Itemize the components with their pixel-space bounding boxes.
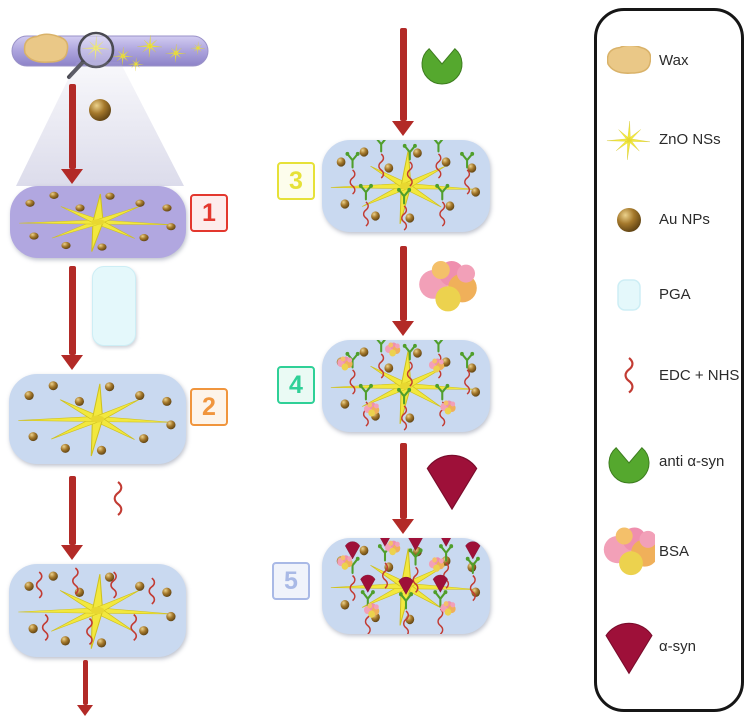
- legend-label-zno: ZnO NSs: [659, 131, 721, 148]
- wax-icon: [603, 45, 655, 76]
- legend-label-edcnhs: EDC + NHS: [659, 367, 740, 384]
- step-1-substrate-scene: [10, 186, 186, 258]
- step-2-label: 2: [190, 388, 228, 426]
- gold-nanoparticle-icon: [603, 204, 655, 236]
- alpha-syn-antigen-icon: [603, 619, 655, 675]
- process-arrow-5: [392, 28, 414, 136]
- legend-label-aunp: Au NPs: [659, 211, 710, 228]
- step-2-chip-scene: [9, 374, 186, 464]
- wax-blob-icon: [23, 33, 69, 63]
- step-2-number: 2: [202, 392, 216, 421]
- legend-item-edcnhs: EDC + NHS: [603, 354, 739, 398]
- legend-item-zno: ZnO NSs: [603, 117, 735, 163]
- edc-nhs-squiggle-icon: [603, 354, 655, 398]
- process-arrow-2: [61, 266, 83, 370]
- anti-alpha-syn-float-icon: [421, 48, 463, 85]
- process-arrow-1: [61, 84, 83, 184]
- legend-label-wax: Wax: [659, 52, 689, 69]
- legend-item-wax: Wax: [603, 45, 735, 76]
- legend-label-antibody: anti α-syn: [659, 453, 725, 470]
- alpha-syn-float-icon: [426, 454, 478, 510]
- step-5-antigen-captured-chip-scene: [322, 538, 490, 634]
- zno-star-icon: [18, 384, 173, 457]
- step-5-number: 5: [284, 566, 298, 595]
- pga-slab-icon: [603, 277, 655, 313]
- bsa-protein-icon: [603, 526, 655, 578]
- pga-slab-float: [92, 266, 136, 346]
- legend-label-asyn: α-syn: [659, 638, 697, 655]
- step-3-antibody-chip-scene: [322, 140, 490, 232]
- step-1-number: 1: [202, 198, 216, 227]
- gold-nanoparticle-float-icon: [89, 99, 111, 121]
- edc-nhs-activated-chip-scene: [9, 564, 186, 657]
- step-4-number: 4: [289, 370, 303, 399]
- legend-item-asyn: α-syn: [603, 619, 735, 675]
- substrate-rod-scene: [11, 31, 209, 79]
- process-arrow-3: [61, 476, 83, 560]
- legend-item-bsa: BSA: [603, 526, 735, 578]
- step-3-label: 3: [277, 162, 315, 200]
- process-arrow-7: [392, 443, 414, 534]
- legend-label-bsa: BSA: [659, 543, 690, 560]
- edc-nhs-squiggle-float-icon: [113, 480, 123, 517]
- legend-item-pga: PGA: [603, 277, 735, 313]
- zno-star-icon: [18, 574, 173, 649]
- anti-alpha-syn-antibody-icon: [603, 439, 655, 485]
- zno-nanostar-icon: [603, 117, 655, 163]
- zno-star-icon: [19, 194, 173, 252]
- process-arrow-4: [77, 660, 93, 716]
- step-3-number: 3: [289, 166, 303, 195]
- legend-label-pga: PGA: [659, 286, 691, 303]
- bsa-float-icon: [419, 261, 477, 312]
- process-arrow-6: [392, 246, 414, 336]
- step-1-label: 1: [190, 194, 228, 232]
- legend-item-antibody: anti α-syn: [603, 439, 735, 485]
- step-4-bsa-blocked-chip-scene: [322, 340, 490, 432]
- step-4-label: 4: [277, 366, 315, 404]
- legend-item-aunp: Au NPs: [603, 204, 735, 236]
- legend: Wax ZnO NSs Au NPs PGA EDC + NHS: [594, 8, 744, 712]
- step-5-label: 5: [272, 562, 310, 600]
